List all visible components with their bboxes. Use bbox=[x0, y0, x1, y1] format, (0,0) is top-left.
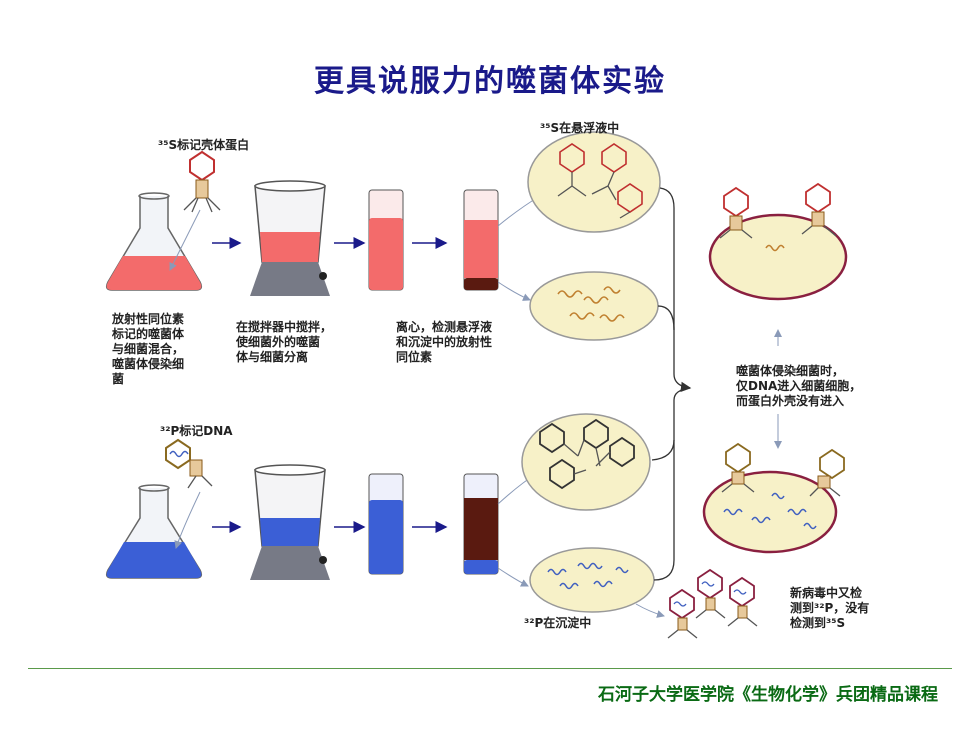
label-32p-dna: ³²P标记DNA bbox=[160, 424, 233, 438]
label-32p-pellet: ³²P在沉淀中 bbox=[524, 616, 592, 630]
flask-blue bbox=[105, 484, 203, 579]
infected-bacterium-bottom bbox=[702, 442, 845, 554]
pellet-bubble-top bbox=[529, 271, 659, 341]
step1-line: 噬菌体侵染细 bbox=[112, 357, 185, 371]
offspring-line: 检测到³⁵S bbox=[790, 616, 846, 630]
explanation-line: 仅DNA进入细菌细胞， bbox=[736, 379, 862, 393]
label-35s-supernatant: ³⁵S在悬浮液中 bbox=[540, 121, 620, 135]
step1-line: 菌 bbox=[112, 372, 125, 386]
tube-red bbox=[368, 189, 404, 291]
page-title: 更具说服力的噬菌体实验 bbox=[314, 64, 666, 99]
pellet-bubble-bottom bbox=[529, 547, 655, 613]
phage-labeled-dna bbox=[165, 438, 213, 489]
tube-red-centrifuged bbox=[463, 189, 499, 291]
step1-line: 与细菌混合， bbox=[112, 342, 185, 356]
tube-blue-centrifuged bbox=[463, 473, 499, 575]
footer-divider bbox=[28, 668, 952, 669]
supernatant-bubble-top bbox=[527, 131, 661, 233]
blender-top bbox=[250, 180, 330, 296]
phage-labeled-protein bbox=[183, 150, 221, 213]
explanation-line: 噬菌体侵染细菌时， bbox=[736, 364, 845, 378]
flask-red bbox=[105, 192, 203, 291]
step1-line: 标记的噬菌体 bbox=[112, 327, 185, 341]
step3-line: 同位素 bbox=[396, 350, 433, 364]
step2-line: 使细菌外的噬菌 bbox=[236, 335, 321, 349]
step1-text: 放射性同位素 标记的噬菌体 与细菌混合， 噬菌体侵染细 菌 bbox=[112, 312, 184, 387]
supernatant-bubble-bottom bbox=[521, 413, 651, 511]
explanation-text: 噬菌体侵染细菌时， 仅DNA进入细菌细胞， 而蛋白外壳没有进入 bbox=[736, 364, 861, 409]
blender-bottom bbox=[250, 464, 330, 580]
offspring-line: 测到³²P，没有 bbox=[790, 601, 870, 615]
step2-line: 体与细菌分离 bbox=[236, 350, 309, 364]
footer-course-name: 石河子大学医学院《生物化学》兵团精品课程 bbox=[598, 685, 938, 705]
infected-bacterium-top bbox=[708, 182, 848, 301]
step1-line: 放射性同位素 bbox=[112, 312, 185, 326]
step2-text: 在搅拌器中搅拌， 使细菌外的噬菌 体与细菌分离 bbox=[236, 320, 332, 365]
step3-line: 和沉淀中的放射性 bbox=[396, 335, 493, 349]
tube-blue bbox=[368, 473, 404, 575]
offspring-text: 新病毒中又检 测到³²P，没有 检测到³⁵S bbox=[790, 586, 869, 631]
step2-line: 在搅拌器中搅拌， bbox=[236, 320, 333, 334]
offspring-phages bbox=[667, 568, 758, 639]
step3-text: 离心，检测悬浮液 和沉淀中的放射性 同位素 bbox=[396, 320, 492, 365]
label-35s-protein: ³⁵S标记壳体蛋白 bbox=[158, 138, 250, 152]
step3-line: 离心，检测悬浮液 bbox=[396, 320, 493, 334]
explanation-line: 而蛋白外壳没有进入 bbox=[736, 394, 845, 408]
offspring-line: 新病毒中又检 bbox=[790, 586, 863, 600]
